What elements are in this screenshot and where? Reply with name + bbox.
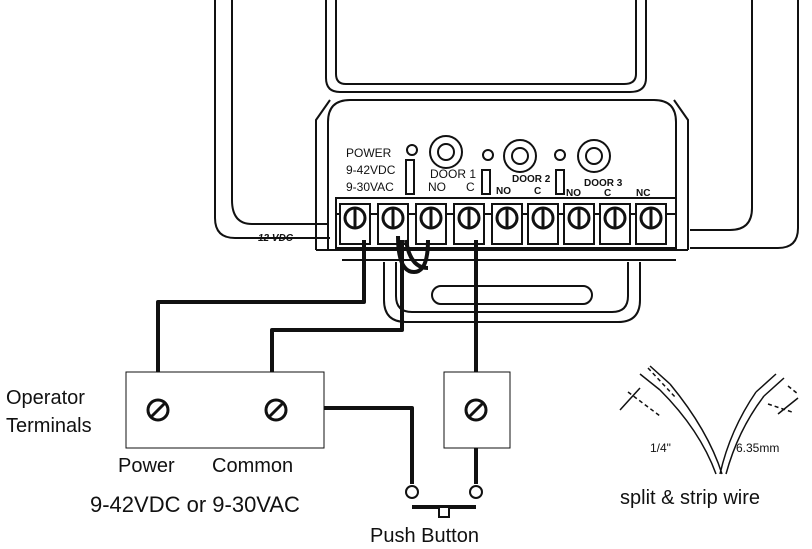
push-button-symbol — [405, 485, 483, 518]
door2-led — [554, 149, 566, 161]
controller-housing — [214, 0, 799, 323]
operator-to-button-wire — [286, 406, 414, 484]
split-strip-wire-illustration — [619, 365, 799, 475]
door1-led — [482, 149, 494, 161]
switch-box — [443, 371, 511, 449]
status-leds — [406, 144, 566, 161]
terminal-separators — [405, 159, 565, 195]
power-dc-label: 9-42VDC — [346, 163, 396, 177]
door2-no-label: NO — [496, 186, 511, 197]
operator-voltage-label: 9-42VDC or 9-30VAC — [90, 492, 300, 517]
switch-screw — [464, 398, 488, 422]
strip-length-mm: 6.35mm — [736, 441, 779, 455]
power-terminal-screw — [146, 398, 170, 422]
door3-nc-label: NC — [636, 188, 650, 199]
power-label: POWER — [346, 146, 392, 160]
operator-power-label: Power — [118, 455, 175, 477]
strip-length-inch: 1/4" — [650, 441, 671, 455]
operator-label-line2: Terminals — [6, 415, 92, 437]
door1-no-label: NO — [428, 180, 446, 194]
door3-c-label: C — [604, 188, 611, 199]
door2-button-inner — [511, 147, 529, 165]
door2-label: DOOR 2 — [512, 174, 551, 185]
power-wire — [156, 240, 366, 400]
push-button-label: Push Button — [370, 525, 479, 547]
operator-common-label: Common — [212, 455, 293, 477]
operator-label-line1: Operator — [6, 387, 85, 409]
badge-12vdc: 12 VDC — [258, 233, 294, 244]
door1-c-label: C — [466, 180, 475, 194]
power-led — [406, 144, 418, 156]
terminal-block — [335, 197, 677, 249]
jumper-wire — [396, 235, 430, 274]
jumper-wire-2 — [404, 239, 429, 270]
door1-button-inner — [437, 143, 455, 161]
power-ac-label: 9-30VAC — [346, 180, 394, 194]
door3-button-inner — [585, 147, 603, 165]
door1-label: DOOR 1 — [430, 167, 476, 181]
common-wire — [270, 240, 404, 400]
common-terminal-screw — [264, 398, 288, 422]
operator-box — [125, 371, 325, 449]
strip-wire-caption: split & strip wire — [620, 487, 760, 509]
door3-no-label: NO — [566, 188, 581, 199]
door-buttons — [429, 135, 611, 173]
door2-c-label: C — [534, 186, 541, 197]
door3-label: DOOR 3 — [584, 178, 623, 189]
